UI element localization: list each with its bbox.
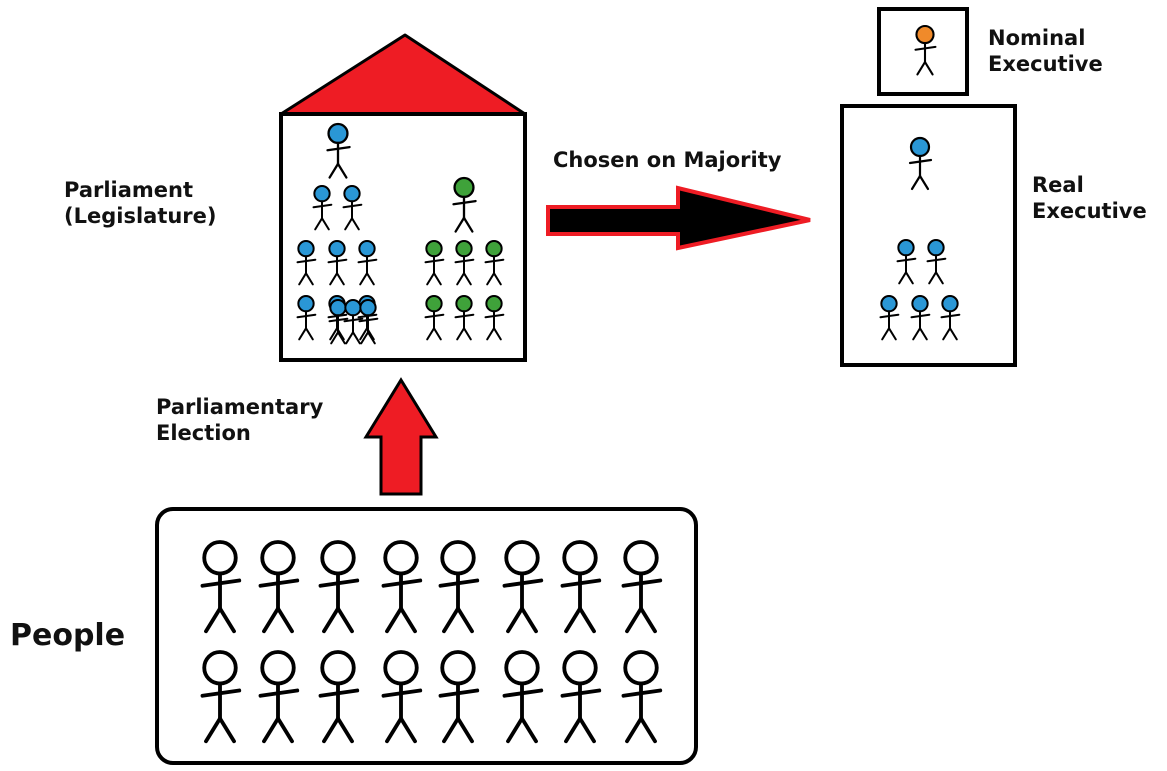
people-label: People — [10, 618, 126, 653]
majority-party-member — [296, 295, 317, 341]
opposition-party-member — [424, 295, 445, 341]
majority-party-member — [296, 240, 317, 286]
cabinet-member — [926, 239, 947, 285]
opposition-party-member — [454, 240, 475, 286]
nominal-executive-label: Nominal Executive — [988, 26, 1103, 76]
parliament-roof — [279, 33, 527, 116]
citizen-figure — [502, 650, 544, 744]
citizen-figure — [318, 650, 360, 744]
majority-party-member — [327, 240, 348, 286]
citizen-figure — [438, 540, 480, 634]
citizen-figure — [200, 650, 242, 744]
opposition-party-member — [454, 295, 475, 341]
cabinet-member — [910, 295, 931, 341]
parliamentary-election-arrow — [363, 377, 439, 496]
citizen-figure — [381, 650, 423, 744]
majority-party-member — [357, 240, 378, 286]
citizen-figure — [381, 540, 423, 634]
majority-party-member — [342, 185, 363, 231]
citizen-figure — [258, 540, 300, 634]
citizen-figure — [258, 650, 300, 744]
majority-party-member — [343, 299, 364, 345]
cabinet-member — [896, 239, 917, 285]
majority-party-member — [358, 299, 379, 345]
majority-party-member — [328, 299, 349, 345]
people-box — [155, 507, 698, 765]
chosen-on-majority-arrow — [546, 185, 811, 251]
citizen-figure — [560, 650, 602, 744]
citizen-figure — [200, 540, 242, 634]
opposition-party-member — [452, 176, 477, 233]
nominal-executive-figure — [914, 24, 937, 76]
cabinet-member — [940, 295, 961, 341]
real-executive-label: Real Executive — [1032, 173, 1147, 223]
citizen-figure — [621, 540, 663, 634]
parliament-label: Parliament (Legislature) — [64, 178, 217, 228]
parliamentary-election-label: Parliamentary Election — [156, 395, 324, 445]
citizen-figure — [438, 650, 480, 744]
parliament-building — [279, 112, 527, 362]
majority-party-member — [326, 122, 351, 179]
opposition-party-member — [424, 240, 445, 286]
opposition-party-member — [484, 240, 505, 286]
citizen-figure — [502, 540, 544, 634]
opposition-party-member — [484, 295, 505, 341]
citizen-figure — [560, 540, 602, 634]
majority-party-member — [312, 185, 333, 231]
cabinet-member — [879, 295, 900, 341]
chosen-on-majority-label: Chosen on Majority — [553, 148, 782, 172]
citizen-figure — [318, 540, 360, 634]
nominal-executive-box — [877, 7, 969, 96]
cabinet-member — [908, 136, 933, 191]
citizen-figure — [621, 650, 663, 744]
